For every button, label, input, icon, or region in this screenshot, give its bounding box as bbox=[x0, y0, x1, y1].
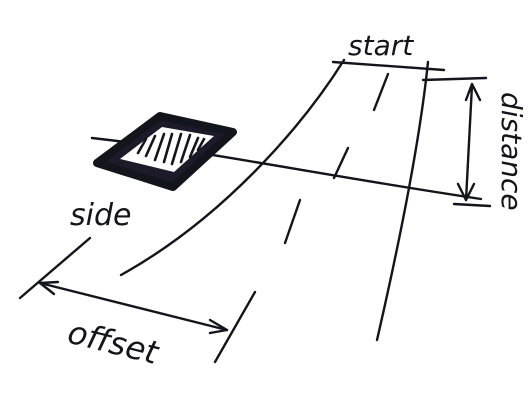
road-center-line-dashed bbox=[374, 74, 388, 110]
offset-label: offset bbox=[64, 313, 163, 372]
road-right-edge bbox=[377, 62, 428, 340]
distance-top-arrow-icon bbox=[466, 84, 480, 100]
hatched-diamond-marker-icon bbox=[97, 116, 233, 187]
distance-top-extension bbox=[423, 78, 486, 80]
road-center-line-dashed bbox=[285, 200, 300, 243]
start-label: start bbox=[348, 29, 414, 62]
side-label: side bbox=[70, 198, 131, 233]
distance-dimension-line bbox=[466, 85, 472, 200]
offset-left-extension bbox=[20, 238, 90, 298]
offset-dimension-line bbox=[40, 283, 227, 330]
distance-label: distance bbox=[495, 92, 528, 211]
distance-bottom-extension bbox=[454, 204, 490, 206]
road-center-line-dashed bbox=[334, 148, 348, 178]
